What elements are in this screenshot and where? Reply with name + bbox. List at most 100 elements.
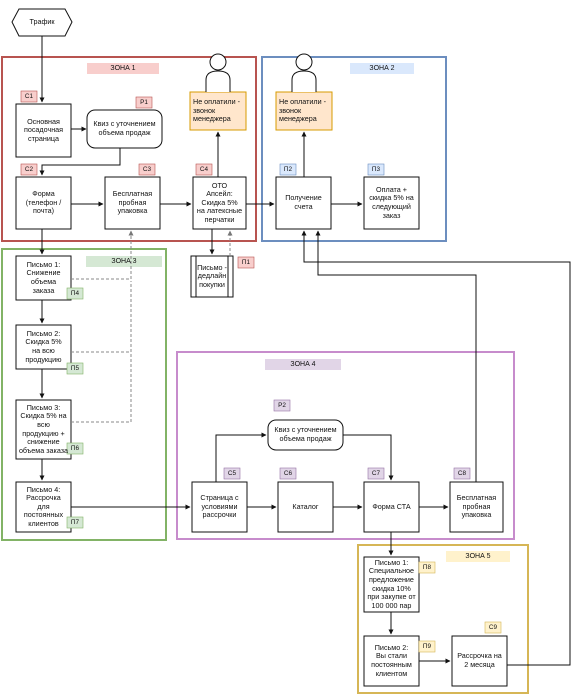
zone-1-label-bg xyxy=(87,63,159,74)
tag-c2-bg xyxy=(20,163,38,176)
start-label: Трафик xyxy=(29,17,55,27)
edge-c5-r2 xyxy=(215,432,267,482)
zone-2-frame xyxy=(261,56,447,242)
l1-box[interactable] xyxy=(15,255,72,301)
tag-p3-bg xyxy=(367,163,385,176)
tag-p2z2-bg xyxy=(279,163,297,176)
c8-box[interactable] xyxy=(449,481,504,533)
p3-text: Оплата + скидка 5% на следующий заказ xyxy=(369,184,414,220)
tag-r2-bg xyxy=(273,399,291,412)
p1-letter-box[interactable] xyxy=(190,255,234,298)
zone-3-label: ЗОНА 3 xyxy=(111,258,137,265)
c2-box[interactable] xyxy=(15,176,72,230)
l3-box[interactable] xyxy=(15,399,72,460)
tag-c7-bg xyxy=(367,467,385,480)
c4-text: ОТО Апсейл: Скидка 5% на латексные перча… xyxy=(196,180,243,224)
tag-c4: С4 xyxy=(199,166,209,173)
zone-5-label: ЗОНА 5 xyxy=(465,553,491,560)
r2-text: Квиз с уточнением объема продаж xyxy=(274,425,337,443)
start-hexagon[interactable] xyxy=(11,8,73,37)
edge-l1-c3-dashed xyxy=(71,230,134,280)
call1-box[interactable] xyxy=(189,91,247,131)
manager-person-icon-1 xyxy=(205,53,231,92)
edge-l3-c3-dashed xyxy=(71,354,132,423)
tag-p1letter-bg xyxy=(237,256,255,269)
tag-l4-bg xyxy=(66,516,84,529)
manager-person-icon-2 xyxy=(291,53,317,92)
p8-box[interactable] xyxy=(363,556,420,613)
zone-1-frame xyxy=(1,56,257,242)
tag-c9-bg xyxy=(484,621,502,634)
c3-text: Бесплатная пробная упаковка xyxy=(112,189,153,216)
c7-text: Форма СТА xyxy=(372,501,411,511)
c2-text: Форма (телефон / почта) xyxy=(25,189,62,216)
tag-p9-bg xyxy=(418,640,436,653)
tag-c6: С6 xyxy=(283,470,293,477)
zone-5-frame xyxy=(357,544,529,694)
edge-l2-c3-dashed xyxy=(71,281,132,353)
tag-l3: П6 xyxy=(70,445,80,452)
tag-c5-bg xyxy=(223,467,241,480)
tag-p2z2: П2 xyxy=(283,166,293,173)
tag-l2-bg xyxy=(66,362,84,375)
c9-text: Рассрочка на 2 месяца xyxy=(457,651,502,669)
zone-4-label: ЗОНА 4 xyxy=(290,361,316,368)
tag-l1: П4 xyxy=(70,290,80,297)
tag-p8-bg xyxy=(418,561,436,574)
p3-box[interactable] xyxy=(363,176,420,230)
tag-p8: П8 xyxy=(422,564,432,571)
c9-box[interactable] xyxy=(451,635,508,687)
l2-box[interactable] xyxy=(15,324,72,370)
call2-text: Не оплатили - звонок менеджера xyxy=(279,97,327,124)
tag-c7: С7 xyxy=(371,470,381,477)
l4-text: Письмо 4: Рассрочка для постоянных клиен… xyxy=(23,484,64,528)
p1-text: Квиз с уточнением объема продаж xyxy=(93,119,156,137)
tag-c8: С8 xyxy=(457,470,467,477)
edge-c8-p2 xyxy=(315,230,477,482)
p2z2-box[interactable] xyxy=(275,176,332,230)
zone-2-label: ЗОНА 2 xyxy=(369,65,395,72)
c5-box[interactable] xyxy=(191,481,248,533)
tag-c8-bg xyxy=(453,467,471,480)
c3-box[interactable] xyxy=(104,176,161,230)
tag-p3: П3 xyxy=(371,166,381,173)
c8-text: Бесплатная пробная упаковка xyxy=(456,493,497,520)
edge-r2-c7 xyxy=(343,434,394,481)
zone-1-label: ЗОНА 1 xyxy=(110,65,136,72)
call1-text: Не оплатили - звонок менеджера xyxy=(193,97,241,124)
l2-text: Письмо 2: Скидка 5% на всю продукцию xyxy=(25,328,62,364)
tag-c2: С2 xyxy=(24,166,34,173)
zone-2-label-bg xyxy=(350,63,414,74)
tag-p9: П9 xyxy=(422,643,432,650)
tag-p1: Р1 xyxy=(140,99,148,106)
tag-c1: С1 xyxy=(24,93,34,100)
p1-box[interactable] xyxy=(86,109,163,149)
tag-c3: С3 xyxy=(142,166,152,173)
tag-c6-bg xyxy=(279,467,297,480)
zone-5-label-bg xyxy=(446,551,510,562)
tag-c9: С9 xyxy=(488,624,498,631)
l4-box[interactable] xyxy=(15,481,72,533)
tag-l2: П5 xyxy=(70,365,80,372)
c1-box[interactable] xyxy=(15,103,72,158)
zone-3-frame xyxy=(1,248,167,541)
c6-box[interactable] xyxy=(277,481,334,533)
edge-c9-p2 xyxy=(301,230,571,666)
c7-box[interactable] xyxy=(363,481,420,533)
p2z2-text: Получение счета xyxy=(285,193,322,211)
tag-c5: С5 xyxy=(227,470,237,477)
call2-box[interactable] xyxy=(275,91,333,131)
l1-text: Письмо 1: Снижение объема заказа xyxy=(26,259,61,295)
tag-p1letter: П1 xyxy=(241,259,251,266)
tag-c4-bg xyxy=(195,163,213,176)
tag-l1-bg xyxy=(66,287,84,300)
zone-4-frame xyxy=(176,351,515,540)
c5-text: Страница с условиями рассрочки xyxy=(200,493,239,520)
c4-box[interactable] xyxy=(192,176,247,230)
tag-p1-bg xyxy=(135,96,153,109)
p1letter-text: Письмо - дедлайн покупки xyxy=(197,262,227,289)
tag-l4: П7 xyxy=(70,519,80,526)
p9-text: Письмо 2: Вы стали постоянным клиентом xyxy=(371,642,412,678)
tag-c1-bg xyxy=(20,90,38,103)
